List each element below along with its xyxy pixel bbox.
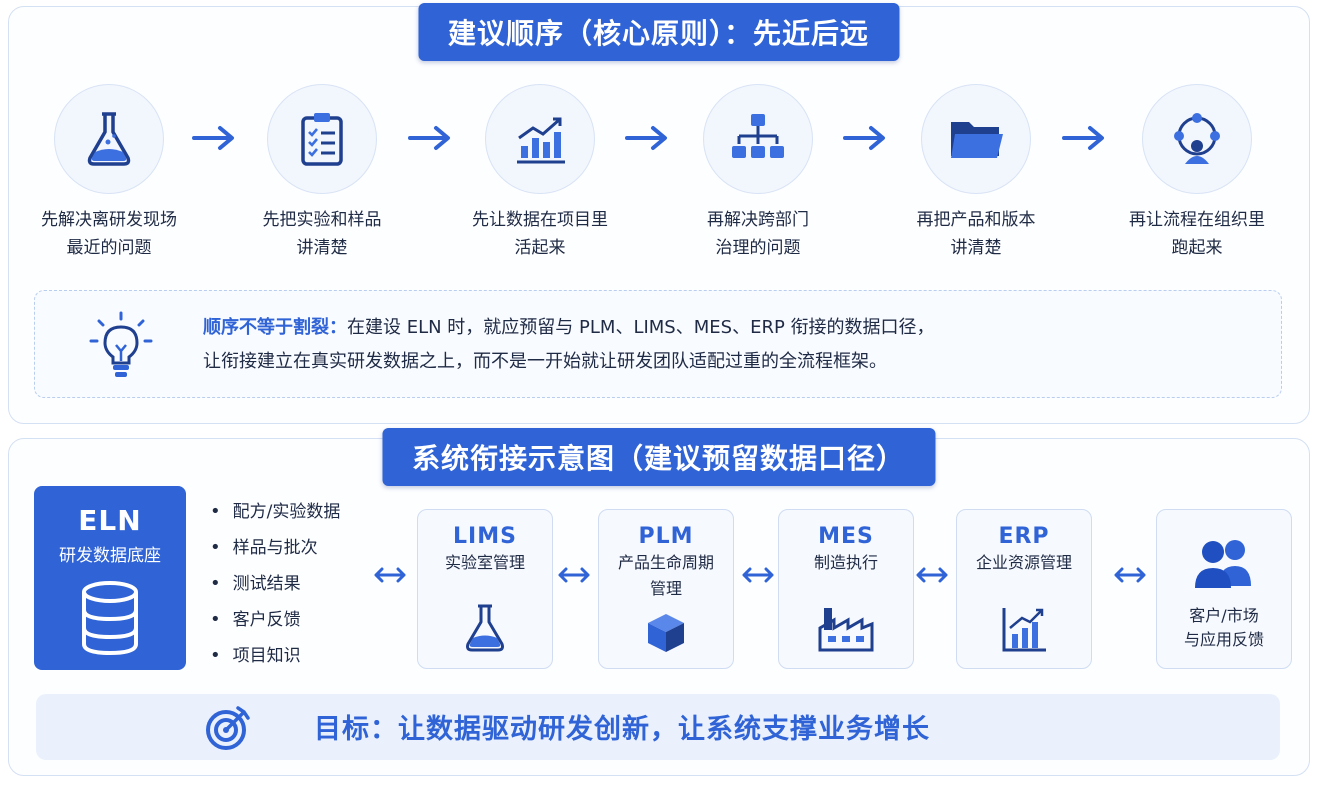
principle-note: 顺序不等于割裂：在建设 ELN 时，就应预留与 PLM、LIMS、MES、ERP… [34, 290, 1282, 398]
step-icon-circle [485, 84, 595, 194]
lightbulb-icon [89, 311, 153, 377]
factory-icon [818, 608, 874, 652]
org-chart-icon [732, 114, 784, 158]
integration-banner: 系统衔接示意图（建议预留数据口径） [381, 428, 936, 486]
principle-banner: 建议顺序（核心原则）：先近后远 [417, 3, 900, 61]
step-icon-circle [703, 84, 813, 194]
growth-chart-icon [517, 117, 565, 164]
goal-bar: 目标：让数据驱动研发创新，让系统支撑业务增长 [36, 694, 1280, 760]
workflow-people-icon [1174, 113, 1220, 164]
system-plm: PLM 产品生命周期 管理 [598, 509, 734, 669]
system-erp: ERP 企业资源管理 [956, 509, 1092, 669]
note-line-2: 让衔接建立在真实研发数据之上，而不是一开始就让研发团队适配过重的全流程框架。 [203, 351, 887, 372]
step-3: 先让数据在项目里活起来 [440, 84, 640, 262]
note-line-1: 在建设 ELN 时，就应预留与 PLM、LIMS、MES、ERP 衔接的数据口径… [347, 317, 935, 338]
bidirectional-arrow-icon [374, 567, 406, 583]
bidirectional-arrow-icon [742, 567, 774, 583]
customer-feedback-box: 客户/市场 与应用反馈 [1156, 509, 1292, 669]
step-6: 再让流程在组织里跑起来 [1097, 84, 1297, 262]
flask-icon [466, 604, 504, 652]
step-icon-circle [921, 84, 1031, 194]
target-icon [206, 706, 250, 750]
goal-text: 目标：让数据驱动研发创新，让系统支撑业务增长 [314, 714, 930, 745]
clipboard-checklist-icon [301, 113, 343, 166]
arrow-right-icon [625, 126, 667, 150]
step-2: 先把实验和样品讲清楚 [222, 84, 422, 262]
bidirectional-arrow-icon [558, 567, 590, 583]
step-icon-circle [267, 84, 377, 194]
cube-icon [648, 614, 684, 652]
bidirectional-arrow-icon [916, 567, 948, 583]
arrow-right-icon [192, 126, 234, 150]
system-mes: MES 制造执行 [778, 509, 914, 669]
system-name: PLM [638, 524, 694, 549]
bidirectional-arrow-icon [1114, 567, 1146, 583]
system-name: ERP [998, 524, 1050, 549]
database-icon [82, 581, 138, 656]
system-lims: LIMS 实验室管理 [417, 509, 553, 669]
eln-subtitle: 研发数据底座 [59, 546, 161, 566]
step-4: 再解决跨部门治理的问题 [658, 84, 858, 262]
arrow-right-icon [1062, 126, 1104, 150]
eln-block: ELN 研发数据底座 [34, 486, 186, 670]
arrow-right-icon [843, 126, 885, 150]
list-item: 样品与批次 [210, 530, 340, 566]
step-1: 先解决离研发现场最近的问题 [9, 84, 209, 262]
step-icon-circle [1142, 84, 1252, 194]
list-item: 配方/实验数据 [210, 494, 341, 530]
step-5: 再把产品和版本讲清楚 [876, 84, 1076, 262]
flask-icon [87, 112, 131, 166]
bar-growth-icon [1002, 608, 1046, 652]
eln-data-list: 配方/实验数据 样品与批次 测试结果 客户反馈 项目知识 [210, 494, 341, 674]
note-highlight: 顺序不等于割裂： [203, 317, 347, 338]
users-icon [1195, 540, 1251, 588]
list-item: 测试结果 [210, 566, 340, 602]
eln-name: ELN [78, 504, 142, 537]
system-name: MES [818, 524, 874, 549]
step-icon-circle [54, 84, 164, 194]
arrow-right-icon [408, 126, 450, 150]
folder-icon [951, 122, 1003, 158]
system-name: LIMS [453, 524, 517, 549]
list-item: 项目知识 [210, 638, 340, 674]
list-item: 客户反馈 [210, 602, 340, 638]
